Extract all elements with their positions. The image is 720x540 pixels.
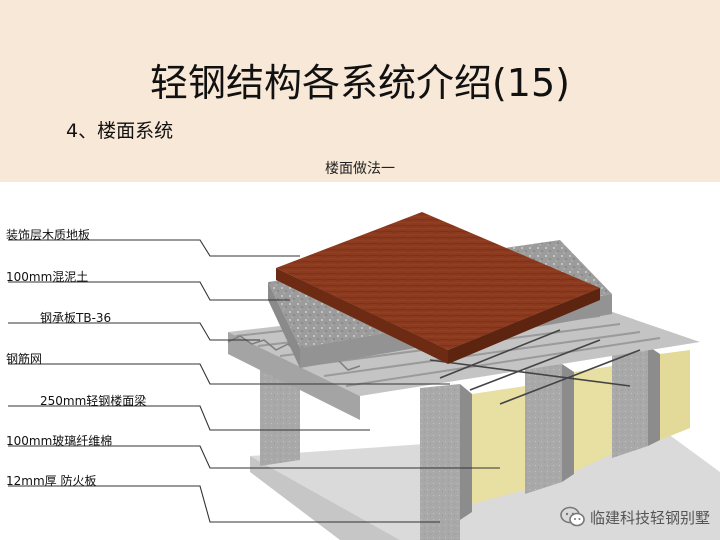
layer-label-fireboard: 12mm厚 防火板: [6, 474, 97, 488]
slide-title: 轻钢结构各系统介绍(15): [149, 61, 570, 105]
layer-label-wood-floor: 装饰层木质地板: [6, 228, 91, 242]
insulation-layer: [472, 350, 690, 504]
concrete-slab-side: [268, 282, 300, 368]
layer-label-concrete: 100mm混泥土: [6, 270, 89, 284]
steel-deck-front: [228, 332, 360, 420]
slide-subtitle: 4、楼面系统: [66, 120, 174, 142]
layer-label-steel-deck: 钢承板TB-36: [40, 311, 112, 325]
layer-label-glass-wool: 100mm玻璃纤维棉: [6, 434, 113, 448]
watermark: 临建科技轻钢别墅: [560, 506, 710, 528]
layer-label-steel-beam: 250mm轻钢楼面梁: [40, 394, 147, 408]
diagram-caption: 楼面做法一: [325, 161, 395, 177]
watermark-text: 临建科技轻钢别墅: [589, 508, 710, 527]
fireboard-edge: [250, 456, 400, 540]
floor-section-illustration: [8, 212, 720, 540]
layer-label-rebar: 钢筋网: [6, 352, 43, 366]
floor-system-diagram: 装饰层木质地板 100mm混泥土 钢承板TB-36 钢筋网 250mm轻钢楼面梁…: [0, 182, 720, 540]
wood-floor-side: [448, 288, 600, 364]
wood-floor-front: [276, 268, 448, 364]
header-band: [0, 0, 720, 182]
wechat-icon: [560, 506, 585, 527]
wood-floor-top: [276, 212, 600, 350]
leader-lines: [8, 239, 500, 523]
rebar-mesh: [429, 329, 641, 405]
